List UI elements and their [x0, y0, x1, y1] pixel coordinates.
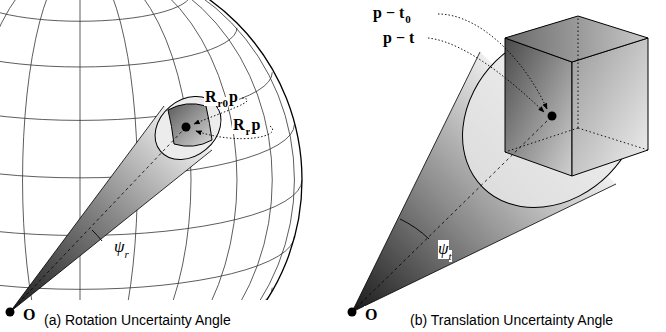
point-dot	[548, 112, 557, 121]
subscript: t	[449, 250, 452, 262]
grid-line	[0, 28, 237, 67]
origin-label: O	[364, 306, 378, 324]
sphere	[0, 0, 302, 300]
subscript: 0	[405, 13, 411, 25]
spherical-patch	[168, 104, 212, 147]
angle-label: ψ	[114, 238, 125, 257]
uncertainty-ellipse	[142, 83, 233, 172]
cone-edge	[10, 150, 212, 312]
point-dot	[182, 123, 191, 132]
grid-line	[0, 72, 272, 120]
subscript: r	[125, 248, 129, 260]
cone-edge	[352, 52, 480, 312]
origin-dot	[348, 308, 357, 317]
origin-label: O	[22, 306, 36, 324]
angle-arc	[400, 219, 429, 239]
vector-label: p	[228, 88, 239, 106]
leader-line	[428, 38, 544, 112]
sphere-outline	[0, 0, 302, 300]
grid-line	[0, 288, 272, 300]
vector-label: R	[232, 116, 246, 134]
subscript: r0	[218, 97, 228, 109]
leader-line	[438, 14, 547, 109]
grid-line	[80, 0, 294, 300]
cone-edge	[10, 106, 164, 312]
center-ray	[352, 116, 552, 312]
vector-label: p	[250, 116, 261, 134]
cube-face	[505, 16, 648, 62]
grid-line	[80, 0, 137, 300]
vector-label: p − t	[382, 29, 415, 47]
vector-label: R	[204, 88, 218, 106]
grid-line	[0, 0, 191, 21]
vector-label: p − t	[372, 4, 405, 22]
center-ray	[10, 127, 186, 312]
angle-arc	[92, 230, 102, 241]
sphere-grid	[0, 0, 302, 300]
panel-caption: (a) Rotation Uncertainty Angle	[44, 313, 231, 328]
cone-edge	[352, 184, 616, 312]
panel-caption: (b) Translation Uncertainty Angle	[410, 313, 613, 328]
origin-dot	[6, 308, 15, 317]
hidden-edges	[505, 16, 648, 152]
grid-line	[80, 0, 272, 300]
angle-label: ψ	[438, 240, 449, 259]
